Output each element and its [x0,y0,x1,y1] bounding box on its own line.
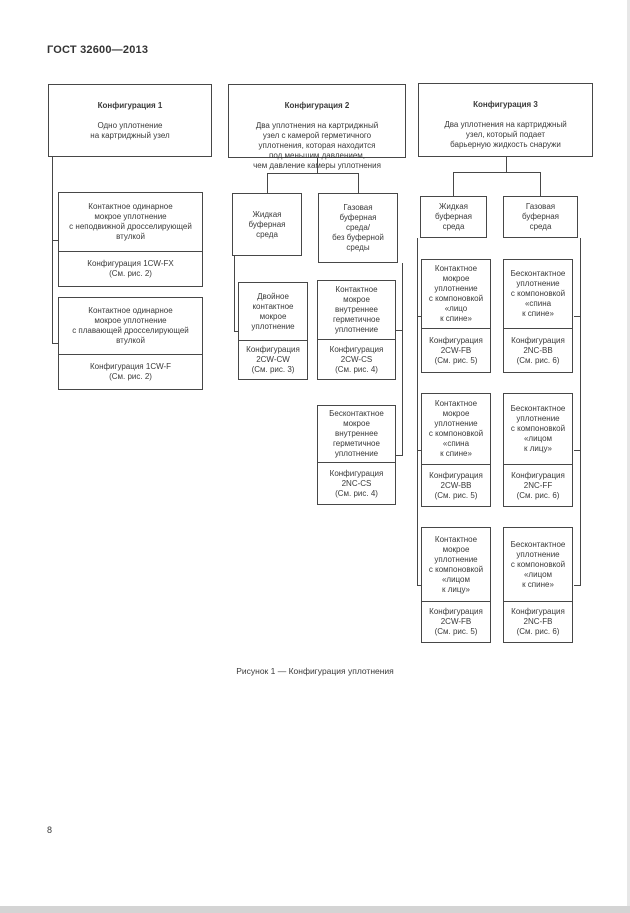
connector-line [52,157,53,344]
connector-line [453,172,541,173]
config-label-box: Конфигурация 2NC-CS (См. рис. 4) [317,462,396,505]
connector-line [574,585,581,586]
config3-group-2nc-bb: Бесконтактное уплотнение с компоновкой «… [503,259,573,373]
seal-type-box: Двойное контактное мокрое уплотнение [238,282,308,341]
connector-line [395,455,403,456]
seal-type-box: Контактное мокрое внутреннее герметичное… [317,280,396,340]
config3-group-2cw-fb-face-to-back: Контактное мокрое уплотнение с компоновк… [421,259,491,373]
config1-group-1cw-fx: Контактное одинарное мокрое уплотнение с… [58,192,203,287]
figure-caption: Рисунок 1 — Конфигурация уплотнения [236,666,394,676]
connector-line [317,158,318,173]
config1-title: Конфигурация 1 [97,101,163,110]
config1-description: Одно уплотнение на картриджный узел [90,121,170,140]
config2-liquid-buffer-box: Жидкая буферная среда [232,193,302,256]
seal-type-box: Бесконтактное уплотнение с компоновкой «… [503,527,573,602]
config-label-box: Конфигурация 1CW-FX (См. рис. 2) [58,251,203,287]
config3-gas-buffer-box: Газовая буферная среда [503,196,578,238]
config3-description: Два уплотнения на картриджный узел, кото… [444,120,567,149]
connector-line [234,331,239,332]
config-label-box: Конфигурация 2CW-FB (См. рис. 5) [421,328,491,373]
page-edge-bottom [0,906,630,913]
connector-line [506,157,507,172]
connector-line [52,240,59,241]
seal-type-box: Контактное одинарное мокрое уплотнение с… [58,297,203,355]
page-number: 8 [47,825,53,835]
seal-type-box: Контактное мокрое уплотнение с компоновк… [421,259,491,329]
config-label-box: Конфигурация 2CW-BB (См. рис. 5) [421,464,491,507]
config1-group-1cw-f: Контактное одинарное мокрое уплотнение с… [58,297,203,390]
config2-description: Два уплотнения на картриджный узел с кам… [253,121,381,170]
config2-header-box: Конфигурация 2 Два уплотнения на картрид… [228,84,406,170]
connector-line [540,172,541,196]
config-label-box: Конфигурация 2CW-FB (См. рис. 5) [421,601,491,643]
config2-group-2cw-cs: Контактное мокрое внутреннее герметичное… [317,280,396,380]
connector-line [417,316,422,317]
seal-type-box: Контактное мокрое уплотнение с компоновк… [421,393,491,465]
connector-line [580,238,581,586]
connector-line [402,263,403,456]
seal-type-box: Контактное мокрое уплотнение с компоновк… [421,527,491,602]
connector-line [234,256,235,332]
config-label-box: Конфигурация 2NC-FF (См. рис. 6) [503,464,573,507]
seal-type-box: Бесконтактное уплотнение с компоновкой «… [503,393,573,465]
config-label-box: Конфигурация 2CW-CS (См. рис. 4) [317,339,396,380]
config3-group-2nc-ff: Бесконтактное уплотнение с компоновкой «… [503,393,573,507]
connector-line [395,330,403,331]
seal-type-box: Бесконтактное мокрое внутреннее герметич… [317,405,396,463]
connector-line [267,173,359,174]
config3-group-2cw-fb-face-to-face: Контактное мокрое уплотнение с компоновк… [421,527,491,643]
connector-line [417,238,418,586]
config-label-box: Конфигурация 2NC-BB (См. рис. 6) [503,328,573,373]
config2-group-2cw-cw: Двойное контактное мокрое уплотнение Кон… [238,282,308,380]
config-label-box: Конфигурация 1CW-F (См. рис. 2) [58,354,203,390]
connector-line [52,343,59,344]
config2-group-2nc-cs: Бесконтактное мокрое внутреннее герметич… [317,405,396,505]
config3-group-2nc-fb: Бесконтактное уплотнение с компоновкой «… [503,527,573,643]
connector-line [453,172,454,196]
standard-number: ГОСТ 32600—2013 [47,44,149,56]
config-label-box: Конфигурация 2NC-FB (См. рис. 6) [503,601,573,643]
config3-title: Конфигурация 3 [473,100,538,109]
connector-line [574,316,581,317]
connector-line [574,450,581,451]
page-edge-right [627,0,630,913]
config3-group-2cw-bb: Контактное мокрое уплотнение с компоновк… [421,393,491,507]
config-label-box: Конфигурация 2CW-CW (См. рис. 3) [238,340,308,380]
seal-type-box: Контактное одинарное мокрое уплотнение с… [58,192,203,252]
config2-gas-buffer-box: Газовая буферная среда/ без буферной сре… [318,193,398,263]
connector-line [417,585,422,586]
config3-header-box: Конфигурация 3 Два уплотнения на картрид… [418,83,593,157]
connector-line [358,173,359,193]
connector-line [417,450,422,451]
seal-type-box: Бесконтактное уплотнение с компоновкой «… [503,259,573,329]
config1-header-box: Конфигурация 1 Одно уплотнение на картри… [48,84,212,157]
config3-liquid-buffer-box: Жидкая буферная среда [420,196,487,238]
connector-line [267,173,268,193]
config2-title: Конфигурация 2 [284,101,350,110]
